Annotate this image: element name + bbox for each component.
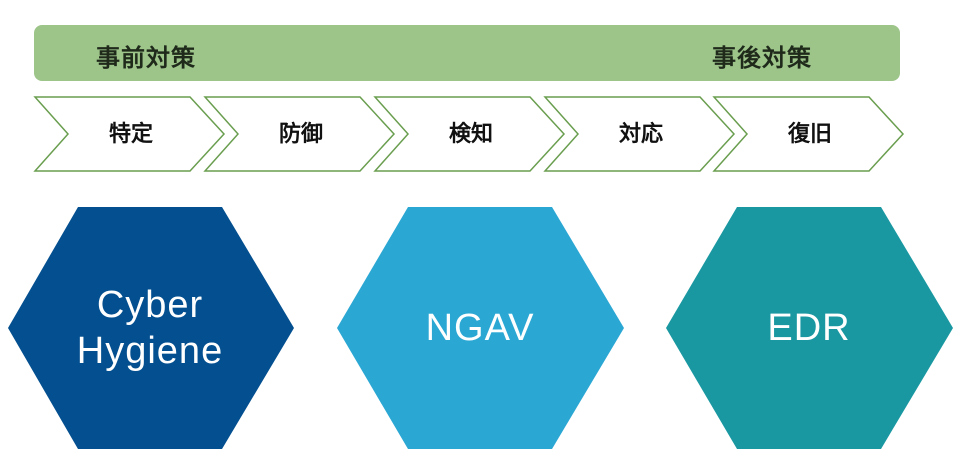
step-label-identify: 特定 bbox=[108, 122, 153, 147]
step-label-recover: 復旧 bbox=[787, 122, 832, 147]
hexagon-cyber-hygiene bbox=[8, 207, 294, 449]
chevron-respond bbox=[543, 96, 736, 172]
hexagon-edr-label: EDR bbox=[767, 307, 851, 349]
chevron-recover bbox=[712, 96, 905, 172]
chevron-protect bbox=[203, 96, 396, 172]
step-label-protect: 防御 bbox=[278, 122, 323, 147]
chevron-identify bbox=[33, 96, 226, 172]
post-incident-label: 事後対策 bbox=[712, 44, 812, 72]
hexagon-ngav bbox=[337, 207, 624, 449]
pre-incident-label: 事前対策 bbox=[96, 44, 196, 72]
hexagon-ngav-label: NGAV bbox=[425, 307, 535, 349]
hexagon-cyber-hygiene-line-1: Cyber bbox=[96, 284, 204, 326]
chevron-detect bbox=[373, 96, 566, 172]
phase-banner bbox=[34, 25, 900, 81]
hexagon-edr bbox=[666, 207, 953, 449]
hexagon-cyber-hygiene-label: Cyber Hygiene bbox=[40, 282, 260, 374]
hexagon-cyber-hygiene-line-2: Hygiene bbox=[76, 330, 224, 372]
step-label-detect: 検知 bbox=[448, 122, 493, 147]
step-label-respond: 対応 bbox=[618, 122, 663, 147]
